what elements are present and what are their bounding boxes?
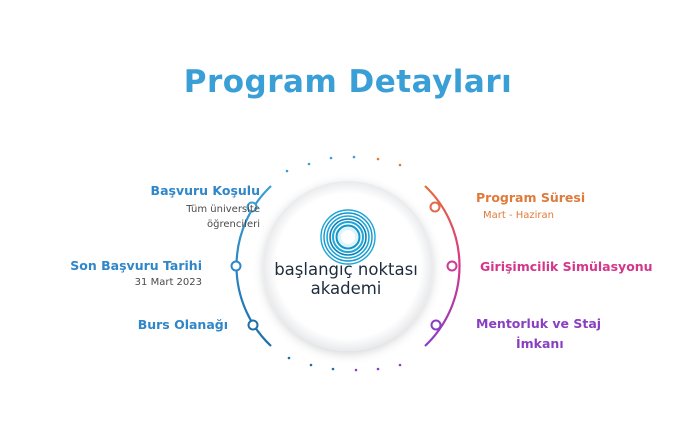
right-item-heading: İmkanı bbox=[516, 336, 564, 351]
top-dots bbox=[285, 155, 402, 173]
right-item-heading: Girişimcilik Simülasyonu bbox=[480, 259, 653, 274]
right-node-2 bbox=[446, 260, 458, 272]
right-node-3 bbox=[430, 319, 442, 331]
left-item-sub: 31 Mart 2023 bbox=[134, 277, 202, 288]
right-item-program-suresi: Program Süresi Mart - Haziran bbox=[476, 190, 585, 223]
left-node-2 bbox=[230, 260, 242, 272]
left-item-burs: Burs Olanağı bbox=[138, 317, 228, 332]
concentric-circle-logo-icon bbox=[320, 209, 376, 265]
left-node-1 bbox=[246, 201, 258, 213]
left-item-sub: Tüm üniversite bbox=[186, 204, 260, 215]
right-item-sub: Mart - Haziran bbox=[483, 210, 555, 221]
left-item-son-basvuru: Son Başvuru Tarihi 31 Mart 2023 bbox=[70, 258, 202, 290]
center-circle bbox=[263, 181, 433, 351]
left-item-heading: Burs Olanağı bbox=[137, 317, 228, 332]
center-logo-text: başlangıç noktası akademi bbox=[262, 260, 430, 298]
left-item-heading: Son Başvuru Tarihi bbox=[70, 258, 202, 273]
right-node-1 bbox=[429, 201, 441, 213]
center-logo-line1: başlangıç noktası bbox=[274, 260, 418, 279]
bottom-dots bbox=[287, 356, 402, 372]
left-node-3 bbox=[247, 319, 259, 331]
left-item-sub: öğrencileri bbox=[207, 219, 260, 230]
page-title: Program Detayları bbox=[183, 64, 513, 100]
right-item-mentorluk: Mentorluk ve Staj İmkanı bbox=[476, 316, 601, 351]
left-item-basvuru-kosulu: Başvuru Koşulu Tüm üniversite öğrenciler… bbox=[151, 183, 260, 232]
right-item-heading: Mentorluk ve Staj bbox=[476, 316, 602, 331]
right-item-heading: Program Süresi bbox=[476, 190, 586, 205]
right-item-girisimcilik: Girişimcilik Simülasyonu bbox=[480, 259, 653, 274]
center-logo-line2: akademi bbox=[310, 279, 382, 298]
left-item-heading: Başvuru Koşulu bbox=[150, 183, 260, 198]
